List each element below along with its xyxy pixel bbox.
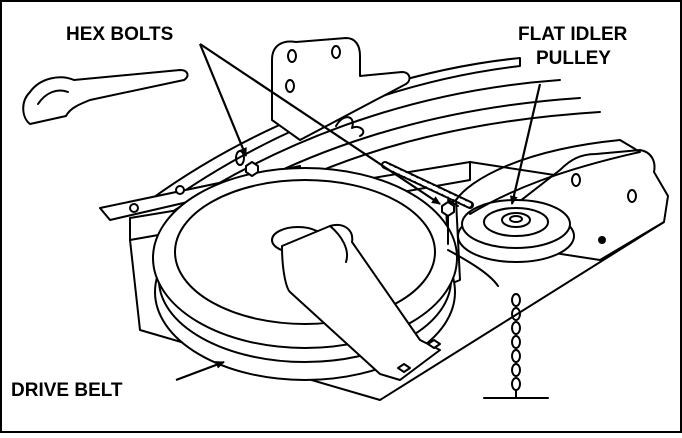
label-drive-belt: DRIVE BELT bbox=[11, 380, 123, 401]
belt-guide-upper bbox=[149, 57, 521, 209]
flat-idler-arrow bbox=[509, 83, 542, 205]
hex-bolts-arrow-right bbox=[199, 43, 441, 205]
left-bracket bbox=[22, 69, 189, 125]
hex-bolt-left bbox=[245, 161, 259, 177]
deck-drawing bbox=[22, 37, 669, 401]
hex-bolt-right bbox=[441, 201, 455, 245]
label-flat-idler-line2: PULLEY bbox=[536, 48, 611, 69]
drive-belt-arrow bbox=[175, 360, 225, 382]
idler-belt bbox=[455, 139, 641, 215]
hex-bolts-arrow-left bbox=[198, 43, 248, 157]
chain bbox=[447, 249, 549, 399]
drive-arm bbox=[281, 224, 441, 381]
label-hex-bolts: HEX BOLTS bbox=[66, 24, 173, 45]
callout-lines bbox=[175, 43, 542, 382]
label-flat-idler-line1: FLAT IDLER bbox=[518, 24, 628, 45]
